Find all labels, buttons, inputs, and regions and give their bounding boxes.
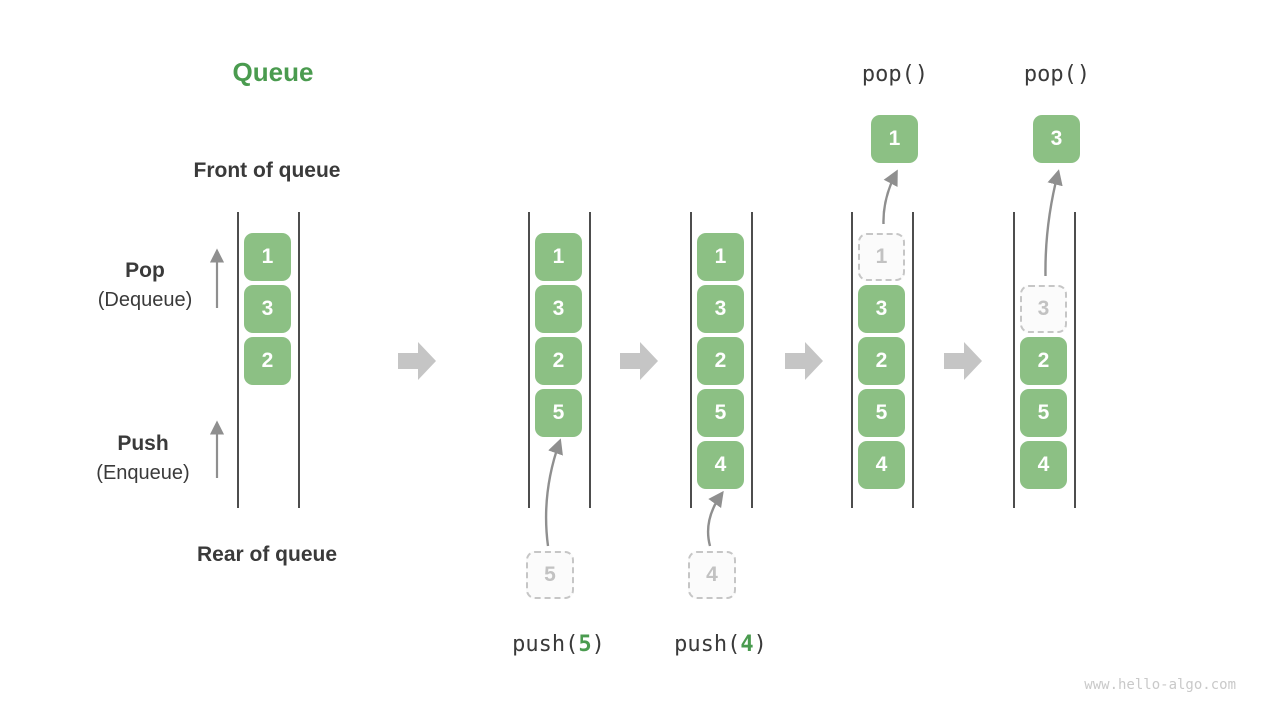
- push-call-text: ): [591, 632, 605, 657]
- push-call-text: push(: [674, 632, 741, 657]
- queue-item: 1: [244, 233, 291, 281]
- push-call-text: 4: [740, 632, 754, 657]
- pop-arrow: [882, 169, 898, 225]
- push-call-label: push(5): [512, 632, 605, 657]
- queue-rail: [1013, 212, 1015, 508]
- queue-rail: [1074, 212, 1076, 508]
- pop-arrow: [1044, 169, 1063, 277]
- queue-item: 2: [244, 337, 291, 385]
- step-arrow: [620, 342, 658, 380]
- queue-item-removed: 3: [1020, 285, 1067, 333]
- queue-item-removed: 1: [858, 233, 905, 281]
- queue-rail: [528, 212, 530, 508]
- queue-item: 2: [535, 337, 582, 385]
- watermark: www.hello-algo.com: [1084, 677, 1236, 693]
- dequeue-label: (Dequeue): [97, 289, 193, 311]
- queue-item: 3: [244, 285, 291, 333]
- queue-rail: [912, 212, 914, 508]
- queue-item: 3: [697, 285, 744, 333]
- enqueue-label: (Enqueue): [96, 462, 190, 484]
- queue-rail: [851, 212, 853, 508]
- diagram-title: Queue: [232, 57, 314, 87]
- pop-call-label: pop(): [1023, 62, 1091, 87]
- popped-item: 1: [871, 115, 918, 163]
- push-call-text: ): [753, 632, 767, 657]
- queue-rail: [589, 212, 591, 508]
- rear-of-queue-label: Rear of queue: [196, 543, 338, 566]
- push-label: Push: [117, 432, 169, 455]
- step-arrow: [398, 342, 436, 380]
- popped-item: 3: [1033, 115, 1080, 163]
- push-call-text: push(: [512, 632, 579, 657]
- queue-item: 4: [858, 441, 905, 489]
- queue-item: 4: [697, 441, 744, 489]
- push-operation-label: Push (Enqueue): [96, 432, 189, 485]
- pop-call-label: pop(): [861, 62, 929, 87]
- queue-item: 3: [535, 285, 582, 333]
- queue-item: 2: [1020, 337, 1067, 385]
- queue-item: 5: [697, 389, 744, 437]
- queue-item: 3: [858, 285, 905, 333]
- step-arrow: [944, 342, 982, 380]
- push-arrow: [706, 490, 724, 547]
- queue-rail: [298, 212, 300, 508]
- queue-item: 5: [858, 389, 905, 437]
- step-arrow: [785, 342, 823, 380]
- queue-rail: [237, 212, 239, 508]
- incoming-item: 4: [688, 551, 736, 599]
- queue-item: 2: [697, 337, 744, 385]
- push-call-label: push(4): [674, 632, 767, 657]
- front-of-queue-label: Front of queue: [193, 159, 341, 182]
- pop-label: Pop: [125, 259, 165, 282]
- queue-rail: [690, 212, 692, 508]
- queue-item: 1: [697, 233, 744, 281]
- queue-item: 5: [1020, 389, 1067, 437]
- queue-item: 5: [535, 389, 582, 437]
- queue-item: 4: [1020, 441, 1067, 489]
- queue-item: 1: [535, 233, 582, 281]
- push-call-text: 5: [578, 632, 592, 657]
- push-arrow: [544, 438, 563, 547]
- pop-operation-label: Pop (Dequeue): [98, 259, 193, 312]
- incoming-item: 5: [526, 551, 574, 599]
- queue-item: 2: [858, 337, 905, 385]
- queue-rail: [751, 212, 753, 508]
